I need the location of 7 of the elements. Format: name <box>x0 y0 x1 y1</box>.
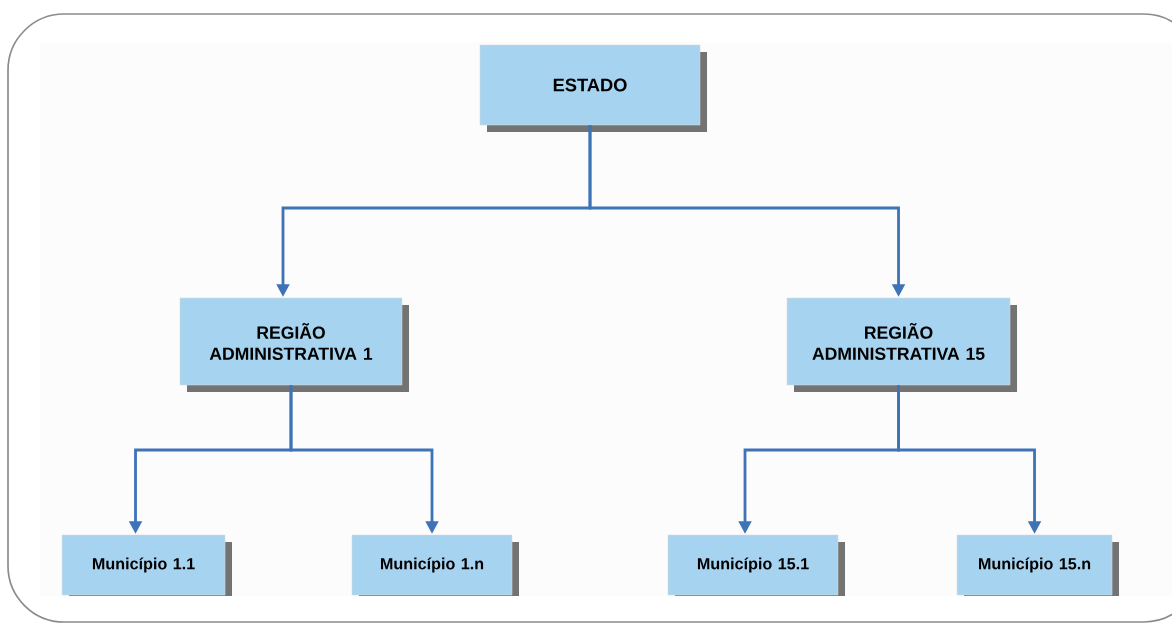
box: ESTADO <box>479 44 707 132</box>
box: REGIÃO ADMINISTRATIVA 15 <box>786 297 1017 392</box>
box: Município 15.n <box>956 534 1119 596</box>
box: Município 1.1 <box>61 534 232 596</box>
box: Município 1.n <box>351 534 519 596</box>
box: Município 15.1 <box>667 534 845 596</box>
box: REGIÃO ADMINISTRATIVA 1 <box>179 297 409 392</box>
